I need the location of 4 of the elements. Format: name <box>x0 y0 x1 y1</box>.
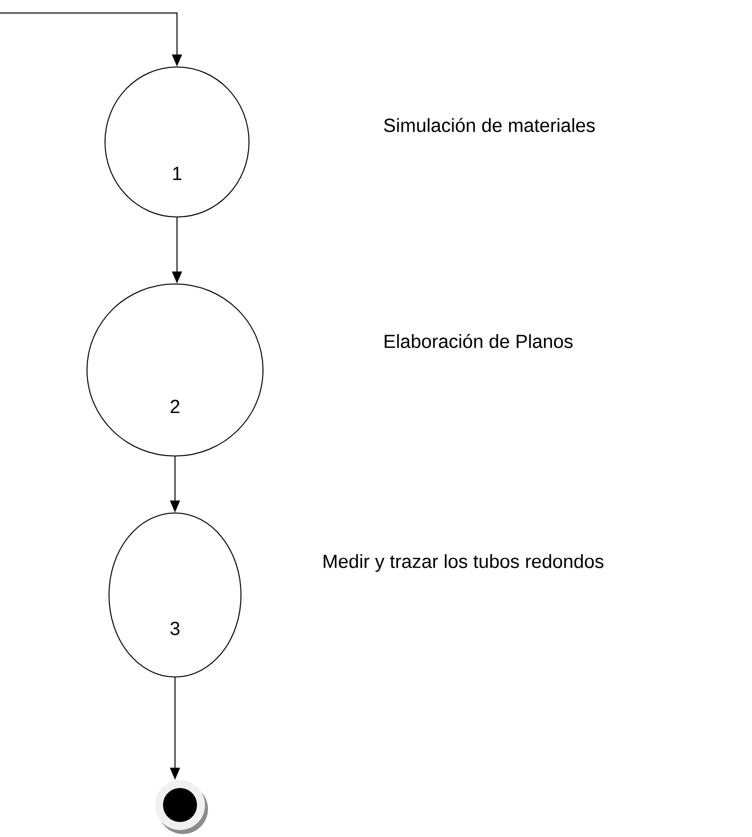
step-description: Elaboración de Planos <box>384 334 573 348</box>
step-description: Medir y trazar los tubos redondos <box>324 554 604 572</box>
end-point <box>155 780 208 834</box>
step-description: Simulación de materiales <box>384 118 595 132</box>
